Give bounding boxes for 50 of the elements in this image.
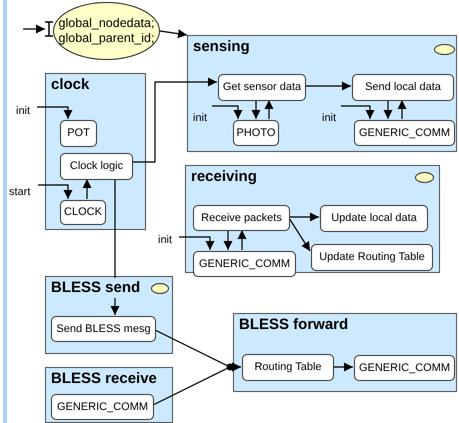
arrow bbox=[152, 362, 241, 406]
group-panel bbox=[233, 313, 457, 392]
group-title: sensing bbox=[193, 37, 250, 57]
process-box: GENERIC_COMM bbox=[354, 120, 455, 146]
process-box: GENERIC_COMM bbox=[354, 355, 455, 381]
input-label: start bbox=[9, 183, 38, 199]
process-box: Receive packets bbox=[193, 205, 290, 231]
arrow bbox=[82, 179, 92, 199]
arrow bbox=[398, 100, 406, 119]
arrow bbox=[252, 100, 260, 119]
group-title: BLESS send bbox=[51, 278, 140, 298]
arrow bbox=[38, 184, 72, 199]
process-box: PHOTO bbox=[233, 120, 279, 146]
group-title: receiving bbox=[191, 167, 257, 187]
arrow bbox=[305, 82, 351, 90]
arrow bbox=[179, 236, 214, 250]
arrow bbox=[288, 218, 310, 252]
process-box: CLOCK bbox=[60, 200, 106, 225]
process-box: POT bbox=[60, 120, 97, 147]
process-box: Update Routing Table bbox=[311, 244, 433, 271]
process-box: Clock logic bbox=[60, 153, 133, 180]
arrow bbox=[212, 105, 242, 119]
arrow bbox=[384, 100, 392, 119]
process-box: Send BLESS mesg bbox=[51, 316, 156, 342]
group-panel bbox=[45, 73, 146, 230]
input-label: init bbox=[193, 105, 213, 125]
arrow bbox=[160, 29, 188, 38]
arrow bbox=[341, 105, 374, 119]
process-box: Update local data bbox=[320, 205, 428, 232]
group-panel bbox=[45, 367, 173, 423]
data-ellipse: global_nodedata; global_parent_id; bbox=[53, 2, 160, 60]
arrow bbox=[264, 100, 274, 119]
process-box: Get sensor data bbox=[218, 74, 306, 101]
group-panel bbox=[187, 35, 457, 152]
arrow bbox=[238, 230, 246, 250]
process-box: Send local data bbox=[352, 74, 454, 101]
process-box: GENERIC_COMM bbox=[51, 394, 154, 420]
process-box: GENERIC_COMM bbox=[193, 251, 296, 277]
arrow bbox=[110, 179, 120, 315]
arrow bbox=[37, 106, 72, 119]
arrow bbox=[289, 212, 319, 222]
input-label: init bbox=[16, 102, 37, 118]
arrow bbox=[333, 362, 353, 372]
arrow bbox=[132, 78, 217, 163]
arrow bbox=[224, 230, 232, 250]
input-label: init bbox=[158, 231, 179, 247]
input-label: init bbox=[322, 105, 342, 125]
process-box: Routing Table bbox=[242, 354, 334, 381]
group-panel bbox=[45, 276, 173, 354]
arrow bbox=[23, 24, 45, 34]
